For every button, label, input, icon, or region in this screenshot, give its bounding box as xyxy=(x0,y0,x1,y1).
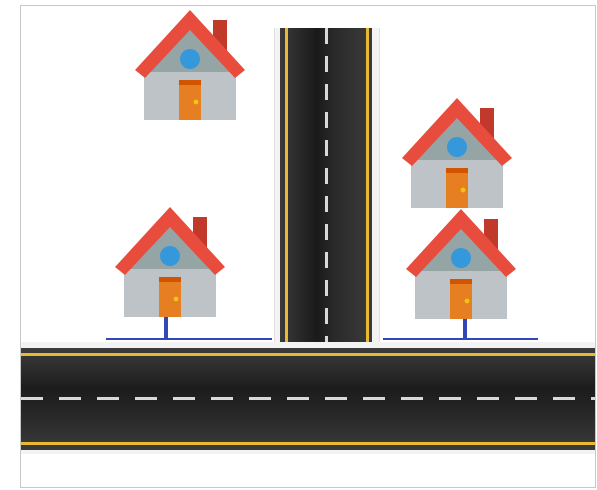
house-icon xyxy=(133,8,247,120)
horizontal-road xyxy=(21,342,596,454)
house-top-right[interactable] xyxy=(400,96,514,208)
house-icon xyxy=(113,205,227,317)
vertical-road-left-edge-line xyxy=(285,28,288,350)
vertical-road xyxy=(274,28,380,350)
horizontal-road-top-edge-line xyxy=(21,353,596,356)
house-middle-right[interactable] xyxy=(404,207,518,319)
house-middle-left[interactable] xyxy=(113,205,227,317)
house-icon xyxy=(400,96,514,208)
right-sidewalk xyxy=(383,338,538,340)
vertical-road-right-edge-line xyxy=(366,28,369,350)
left-sidewalk xyxy=(106,338,272,340)
game-board xyxy=(20,5,596,488)
horizontal-road-center-dashes xyxy=(21,397,596,400)
house-top-left[interactable] xyxy=(133,8,247,120)
vertical-road-center-dashes xyxy=(325,28,328,350)
house-icon xyxy=(404,207,518,319)
horizontal-road-bottom-edge-line xyxy=(21,442,596,445)
